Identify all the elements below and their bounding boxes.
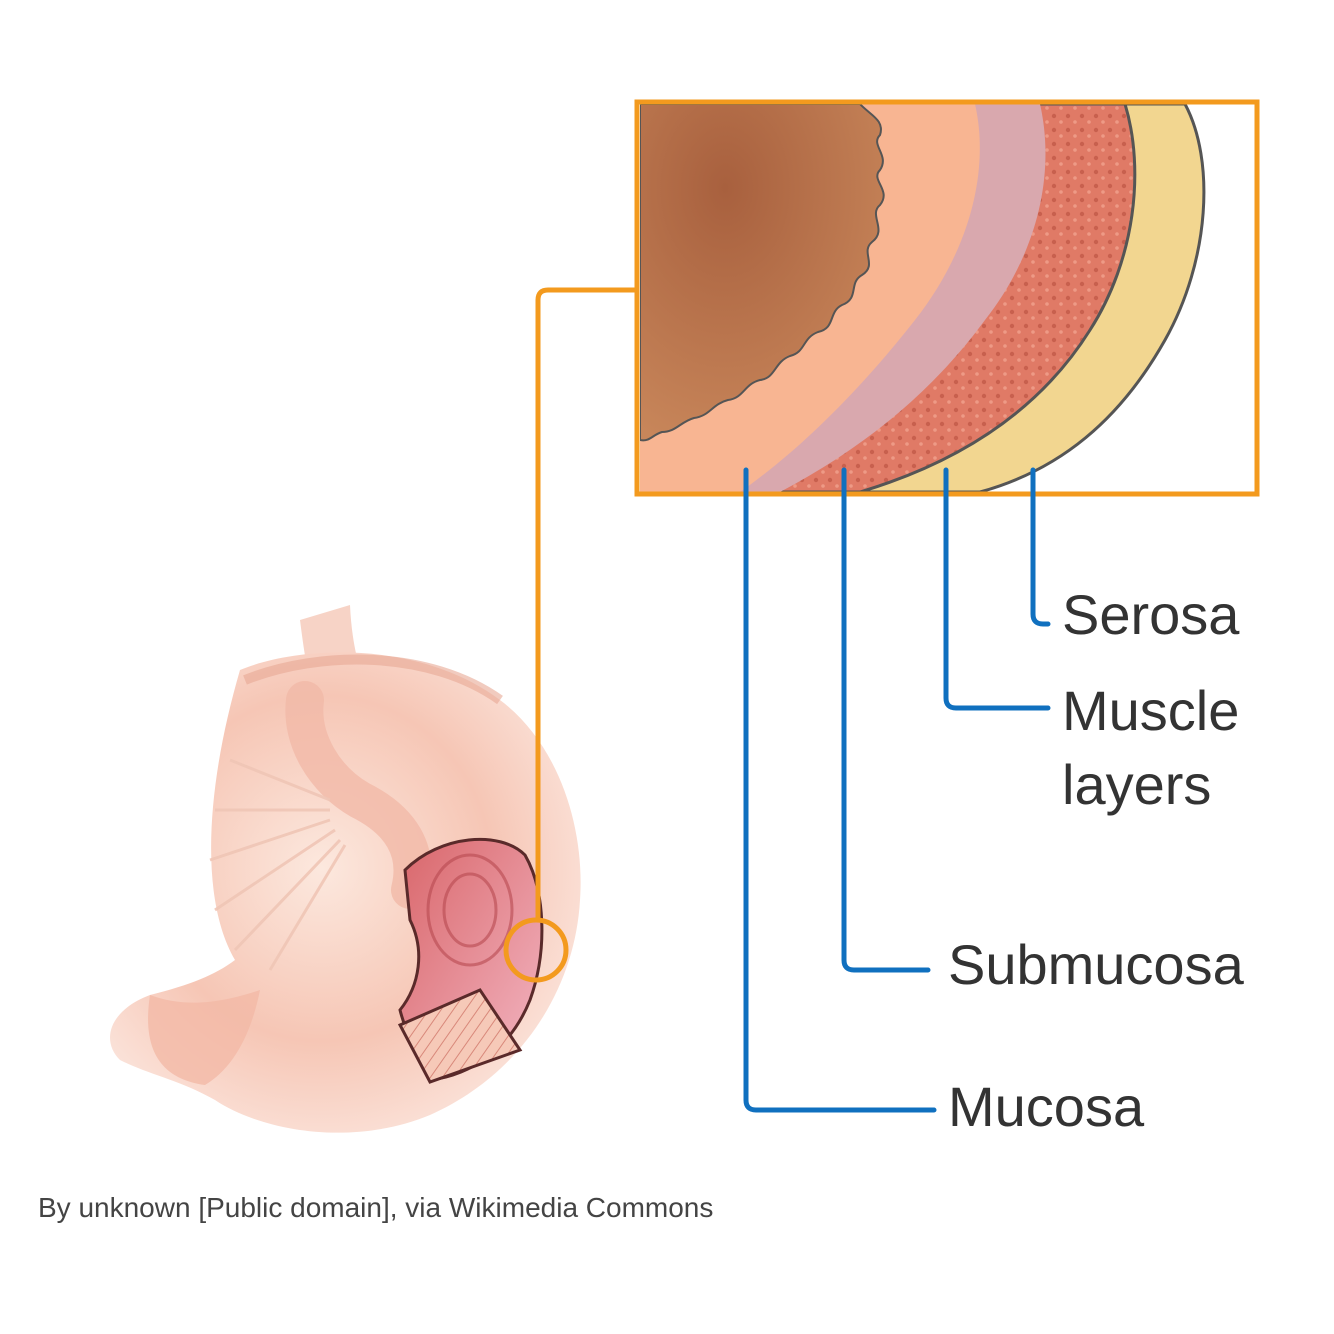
stomach-illustration [110, 605, 581, 1133]
label-muscle-line2: layers [1062, 753, 1211, 816]
leader-lines [746, 470, 1048, 1110]
image-credit: By unknown [Public domain], via Wikimedi… [38, 1192, 713, 1224]
wall-cross-section [640, 104, 1255, 492]
label-mucosa: Mucosa [948, 1075, 1145, 1138]
submucosa-leader [844, 470, 928, 970]
label-serosa: Serosa [1062, 583, 1240, 646]
label-submucosa: Submucosa [948, 933, 1245, 996]
mucosa-leader [746, 470, 934, 1110]
label-muscle-line1: Muscle [1062, 679, 1239, 742]
